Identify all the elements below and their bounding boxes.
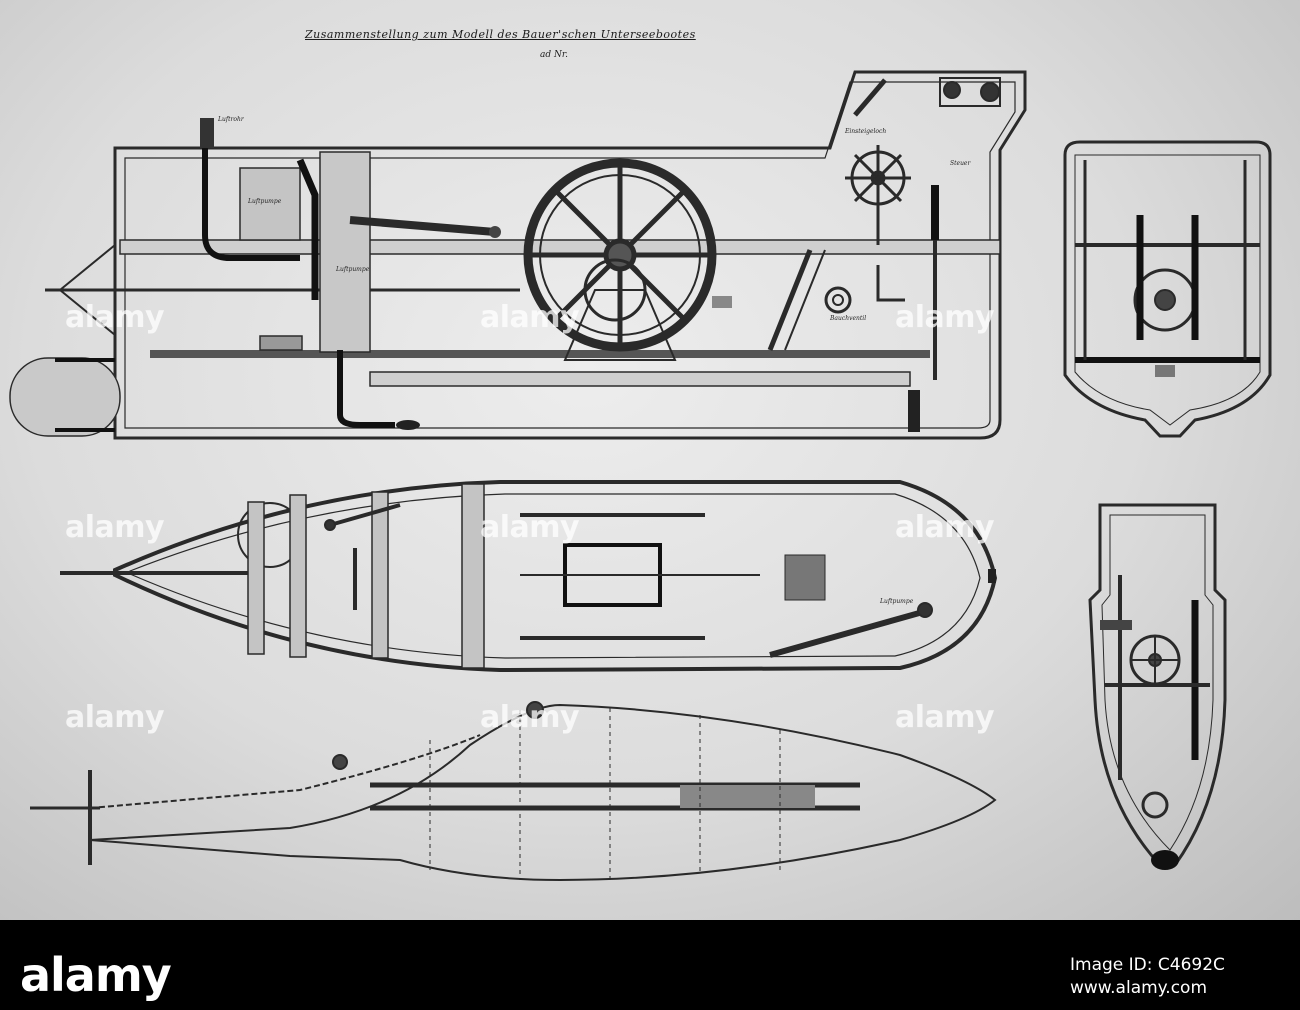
watermark: alamy (480, 700, 580, 735)
steering-label: Steuer (950, 160, 971, 167)
brand-logo[interactable]: alamy (20, 948, 172, 1002)
disc-label: Bauchventil (830, 315, 867, 322)
watermark: alamy (65, 300, 165, 335)
flywheel (523, 158, 717, 352)
watermark: alamy (895, 700, 995, 735)
drawing-subtitle: ad Nr. (540, 50, 569, 60)
site-url-link[interactable]: www.alamy.com (1070, 978, 1208, 998)
watermark: alamy (895, 300, 995, 335)
pump-box-label: Luftpumpe (248, 198, 282, 205)
stock-footer-bar (0, 920, 1300, 1010)
watermark: alamy (480, 300, 580, 335)
image-id-text: Image ID: C4692C (1070, 955, 1225, 975)
plan-view (60, 480, 998, 673)
watermark: alamy (480, 510, 580, 545)
watermark: alamy (65, 700, 165, 735)
steering-wheel (845, 145, 911, 211)
watermark: alamy (895, 510, 995, 545)
submarine-blueprint (9, 70, 1272, 882)
hatch-label: Einsteigeloch (845, 128, 887, 135)
drawing-title: Zusammenstellung zum Modell des Bauer'sc… (305, 28, 696, 41)
stern-cross-section (1088, 503, 1227, 870)
front-cross-section (1063, 140, 1272, 438)
watermark: alamy (65, 510, 165, 545)
plan-pump-label: Luftpumpe (880, 598, 914, 605)
technical-drawing-sheet: Zusammenstellung zum Modell des Bauer'sc… (0, 0, 1300, 920)
second-pump-label: Luftpumpe (336, 266, 370, 273)
side-elevation-view (9, 70, 1027, 440)
ventilator-label: Luftrohr (218, 116, 244, 123)
hull-profile-view (30, 701, 997, 882)
